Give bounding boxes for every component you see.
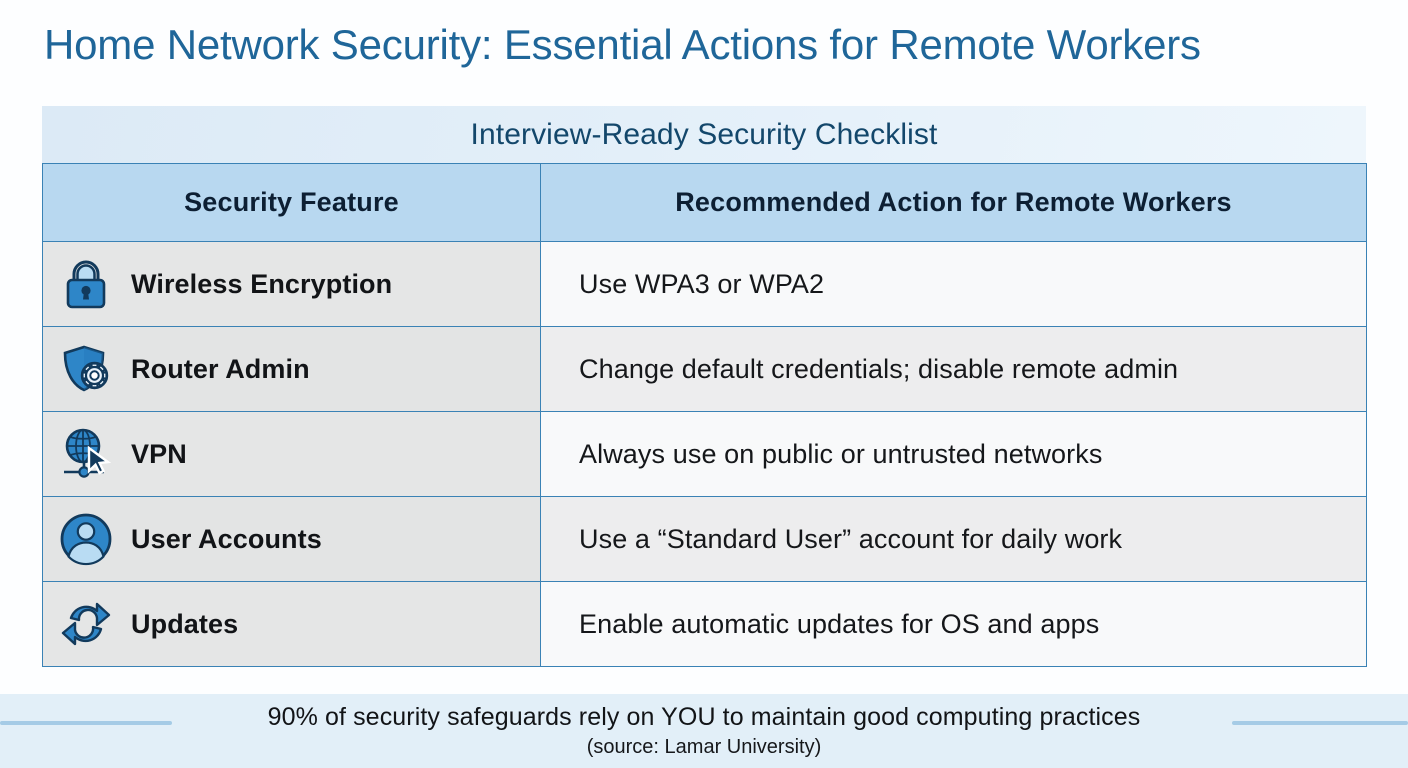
action-cell: Use WPA3 or WPA2 [540,241,1367,327]
table-row: Wireless Encryption Use WPA3 or WPA2 [42,241,1367,327]
feature-label: Updates [131,608,239,639]
table-row: Router Admin Change default credentials;… [42,326,1367,412]
globe-cursor-icon [57,425,115,483]
table-header-row: Security Feature Recommended Action for … [42,163,1367,242]
action-cell: Enable automatic updates for OS and apps [540,581,1367,667]
action-cell: Always use on public or untrusted networ… [540,411,1367,497]
feature-cell: Wireless Encryption [42,241,541,327]
feature-label: Wireless Encryption [131,268,393,299]
footer-source: (source: Lamar University) [586,736,822,758]
feature-cell: Updates [42,581,541,667]
padlock-icon [57,255,115,313]
feature-label: VPN [131,438,187,469]
feature-label: Router Admin [131,353,310,384]
user-circle-icon [57,510,115,568]
checklist-grid: Security Feature Recommended Action for … [42,163,1367,667]
footer-rule-left [0,721,172,725]
table-row: User Accounts Use a “Standard User” acco… [42,496,1367,582]
column-header-security-feature: Security Feature [42,163,541,242]
checklist-caption-band: Interview-Ready Security Checklist [42,106,1366,163]
page-title: Home Network Security: Essential Actions… [44,21,1201,68]
column-header-recommended-action: Recommended Action for Remote Workers [540,163,1367,242]
table-row: VPN Always use on public or untrusted ne… [42,411,1367,497]
feature-cell: Router Admin [42,326,541,412]
table-row: Updates Enable automatic updates for OS … [42,581,1367,667]
feature-cell: User Accounts [42,496,541,582]
action-cell: Change default credentials; disable remo… [540,326,1367,412]
refresh-sync-icon [57,595,115,653]
feature-cell: VPN [42,411,541,497]
footer-band: 90% of security safeguards rely on YOU t… [0,694,1408,768]
footer-rule-right [1232,721,1408,725]
shield-gear-icon [57,340,115,398]
security-checklist-table: Interview-Ready Security Checklist Secur… [42,106,1367,667]
feature-label: User Accounts [131,523,322,554]
action-cell: Use a “Standard User” account for daily … [540,496,1367,582]
footer-statistic: 90% of security safeguards rely on YOU t… [267,703,1141,731]
checklist-caption-text: Interview-Ready Security Checklist [470,117,938,151]
